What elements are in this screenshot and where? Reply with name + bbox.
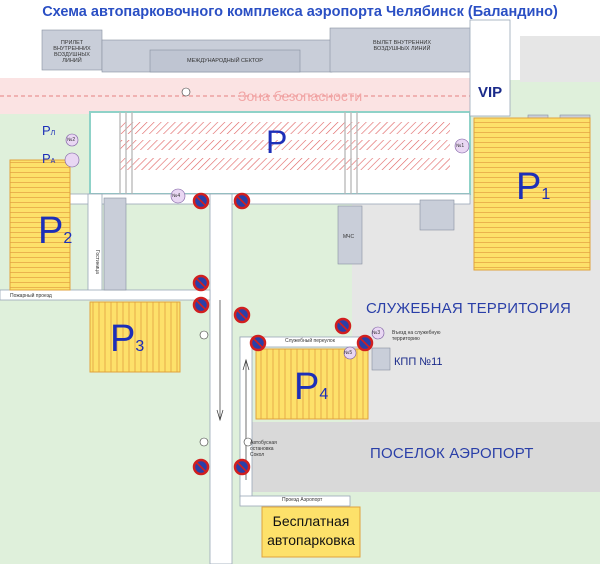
airport-lane-label: Проезд Аэропорт [282, 497, 323, 503]
p2-label: P2 [38, 210, 73, 252]
village-label: ПОСЕЛОК АЭРОПОРТ [370, 445, 534, 462]
terminal-international [149, 49, 301, 73]
p1-lot [473, 117, 591, 271]
checkpoint-4: №4 [172, 193, 181, 199]
bus-stop-label: Автобусная остановка Сокол [250, 440, 277, 458]
no-stopping-sign [192, 296, 210, 314]
p2-lot [9, 159, 71, 291]
checkpoint-circle [64, 152, 80, 168]
map-title: Схема автопарковочного комплекса аэропор… [42, 4, 558, 20]
checkpoint-circle [371, 326, 385, 340]
marker-a-1 [181, 87, 191, 97]
marker-a-3 [199, 437, 209, 447]
vip-label: VIP [478, 84, 503, 101]
no-stopping-sign [192, 458, 210, 476]
free-parking-label: Бесплатная автопарковка [267, 513, 355, 548]
kpp-label: КПП №11 [394, 356, 443, 368]
terminal-arrivals [41, 29, 103, 71]
pa-label: PA [42, 151, 56, 166]
p3-label: P3 [110, 318, 145, 360]
checkpoint-circle [454, 138, 470, 154]
road-left-vertical [209, 193, 233, 564]
no-stopping-sign [249, 334, 267, 352]
terminal-departures-label: ВЫЛЕТ ВНУТРЕННИХ ВОЗДУШНЫХ ЛИНИЙ [372, 40, 432, 52]
checkpoint-circle [343, 346, 357, 360]
p3-lot [89, 301, 181, 373]
terminal-departures [329, 27, 476, 73]
no-stopping-sign [356, 334, 374, 352]
checkpoint-circle [170, 188, 186, 204]
service-road-label: Служебный переулок [285, 338, 335, 344]
hotel-label: Гостиница [94, 250, 100, 274]
road-right-column [469, 19, 511, 117]
road-to-kpp-label: Въезд на служебную территорию [392, 330, 441, 342]
no-stopping-sign [192, 192, 210, 210]
right-building [520, 36, 600, 82]
mchs-label: МЧС [343, 234, 355, 240]
marker-a-4 [243, 437, 253, 447]
road-front [69, 193, 471, 205]
pl-label: PЛ [42, 123, 56, 138]
p1-label: P1 [516, 166, 551, 208]
mchs-building [337, 205, 363, 265]
checkpoint-1: №1 [456, 143, 465, 149]
kpp-building [371, 347, 391, 371]
checkpoint-circle [65, 133, 79, 147]
checkpoint-3: №3 [372, 330, 381, 336]
no-stopping-signs [192, 192, 374, 476]
free-parking-lot [261, 506, 361, 558]
hotel-building [103, 197, 127, 291]
no-stopping-sign [192, 274, 210, 292]
no-stopping-sign [334, 317, 352, 335]
terminal-arrivals-label: ПРИЛЕТ ВНУТРЕННИХ ВОЗДУШНЫХ ЛИНИЙ [53, 40, 91, 64]
building-a [419, 199, 455, 231]
p4-lot [255, 348, 369, 420]
security-zone-label: Зона безопасности [238, 88, 363, 104]
p4-label: P4 [294, 366, 329, 408]
no-stopping-sign [233, 192, 251, 210]
road-airport-lane [239, 495, 351, 507]
road-left-loop [87, 193, 103, 295]
fire-crossing-label: Пожарный проезд [10, 293, 52, 299]
no-stopping-sign [233, 306, 251, 324]
checkpoint-5: №5 [344, 350, 353, 356]
main-parking-label: P [266, 124, 288, 160]
marker-a-2 [199, 330, 209, 340]
terminal-international-label: МЕЖДУНАРОДНЫЙ СЕКТОР [187, 58, 263, 64]
checkpoint-2: №2 [67, 137, 76, 143]
service-territory-label: СЛУЖЕБНАЯ ТЕРРИТОРИЯ [366, 300, 571, 317]
no-stopping-sign [233, 458, 251, 476]
village-area [240, 422, 600, 492]
